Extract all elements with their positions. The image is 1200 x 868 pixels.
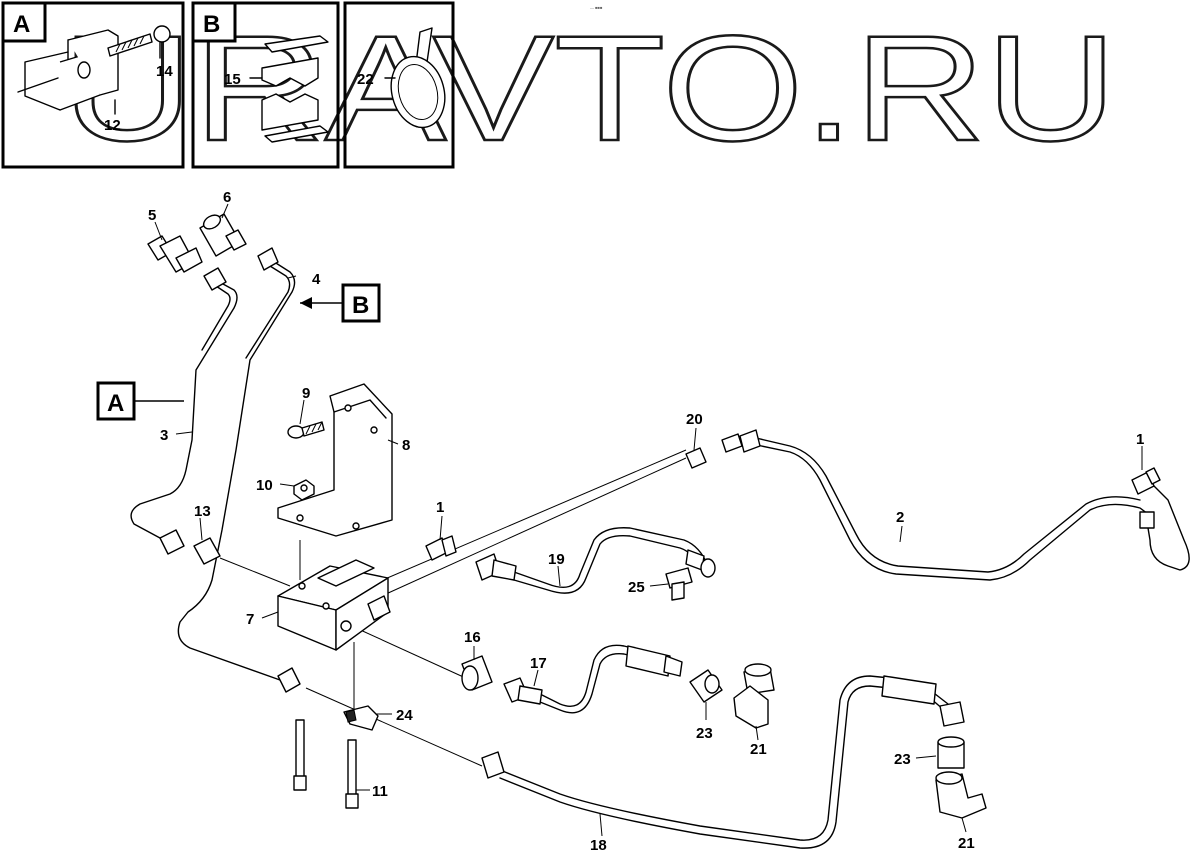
- components: [147, 213, 1161, 819]
- callout-5: 5: [148, 207, 156, 224]
- callout-20: 20: [686, 411, 703, 428]
- inset-label-22: 22: [357, 71, 374, 88]
- callout-24: 24: [396, 707, 413, 724]
- inset-b: B 15: [191, 1, 340, 169]
- inset-a-label-12: 12: [104, 117, 121, 134]
- callout-8: 8: [402, 437, 410, 454]
- callout-11: 11: [372, 783, 388, 800]
- inset-b-letter: B: [203, 11, 220, 38]
- callout-25: 25: [628, 579, 645, 596]
- callouts: 1 1 2 3 4 5 6 7 8 9 10 11 13 16 17 18 19…: [148, 189, 1144, 854]
- callout-3: 3: [160, 427, 168, 444]
- ref-a: A: [96, 381, 184, 421]
- callout-23b: 23: [894, 751, 911, 768]
- inset-a-letter: A: [13, 11, 30, 38]
- inset-a: A 14 12: [1, 1, 185, 169]
- leaders: [154, 203, 1143, 837]
- inset-b-label-15: 15: [224, 71, 241, 88]
- ref-a-letter: A: [107, 390, 124, 417]
- ref-b-letter: B: [352, 292, 369, 319]
- pipes: [130, 257, 1190, 849]
- watermark: URAVTO.RU: [62, 4, 1117, 172]
- corner-mark: — ■■■: [590, 5, 603, 10]
- callout-4: 4: [312, 271, 321, 288]
- inset-a-label-14: 14: [156, 63, 173, 80]
- inset-cable-tie: 22: [343, 1, 455, 169]
- callout-2: 2: [896, 509, 904, 526]
- callout-1b: 1: [1136, 431, 1144, 448]
- callout-21b: 21: [958, 835, 975, 852]
- ref-b: B: [300, 283, 381, 323]
- callout-6: 6: [223, 189, 231, 206]
- callout-21a: 21: [750, 741, 767, 758]
- callout-23a: 23: [696, 725, 713, 742]
- callout-19: 19: [548, 551, 565, 568]
- callout-7: 7: [246, 611, 254, 628]
- callout-16: 16: [464, 629, 481, 646]
- callout-17: 17: [530, 655, 547, 672]
- callout-18: 18: [590, 837, 607, 854]
- callout-9: 9: [302, 385, 310, 402]
- callout-13: 13: [194, 503, 211, 520]
- callout-1a: 1: [436, 499, 444, 516]
- callout-10: 10: [256, 477, 273, 494]
